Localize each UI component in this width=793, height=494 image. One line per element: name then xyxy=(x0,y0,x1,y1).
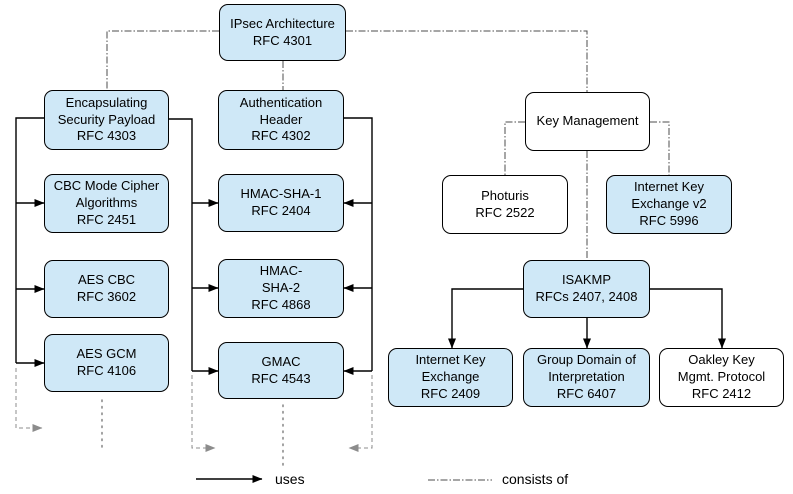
continuation-arrows xyxy=(15,368,373,452)
legend-glyphs xyxy=(196,475,492,483)
ellipsis-lines xyxy=(101,399,284,469)
rail-esp-right xyxy=(169,118,193,371)
node-cbc-mode-cipher-algorithms: CBC Mode Cipher Algorithms RFC 2451 xyxy=(44,174,169,233)
node-hmac-sha-1: HMAC-SHA-1 RFC 2404 xyxy=(218,174,344,232)
continuation-middle-left xyxy=(191,375,216,452)
node-key-management: Key Management xyxy=(525,92,650,151)
uses-connectors xyxy=(15,117,726,375)
node-photuris: Photuris RFC 2522 xyxy=(442,175,568,234)
node-oakley-key-mgmt-protocol: Oakley Key Mgmt. Protocol RFC 2412 xyxy=(659,348,784,407)
node-ipsec-architecture: IPsec Architecture RFC 4301 xyxy=(219,4,346,61)
edge-ipsec-esp xyxy=(106,30,219,90)
edge-km-ikev2 xyxy=(650,121,670,175)
edge-isakmp-ike xyxy=(448,288,523,349)
node-aes-gcm: AES GCM RFC 4106 xyxy=(44,334,169,392)
rail-ah-right xyxy=(344,117,373,371)
continuation-left xyxy=(15,368,43,432)
node-isakmp: ISAKMP RFCs 2407, 2408 xyxy=(523,260,650,318)
node-hmac-sha-2: HMAC- SHA-2 RFC 4868 xyxy=(218,259,344,318)
edge-km-photuris xyxy=(504,121,525,175)
continuation-middle-right xyxy=(348,375,373,452)
node-internet-key-exchange: Internet Key Exchange RFC 2409 xyxy=(388,348,513,407)
consists-of-connectors xyxy=(106,30,670,260)
node-authentication-header: Authentication Header RFC 4302 xyxy=(218,90,344,150)
node-gmac: GMAC RFC 4543 xyxy=(218,342,344,399)
node-encapsulating-security-payload: Encapsulating Security Payload RFC 4303 xyxy=(44,90,169,150)
node-internet-key-exchange-v2: Internet Key Exchange v2 RFC 5996 xyxy=(606,175,732,234)
edge-isakmp-oakley xyxy=(650,288,726,349)
edge-ipsec-km xyxy=(346,30,588,92)
legend-consists-of-label: consists of xyxy=(502,471,569,487)
node-aes-cbc: AES CBC RFC 3602 xyxy=(44,260,169,318)
legend-uses-label: uses xyxy=(275,471,305,487)
node-group-domain-of-interpretation: Group Domain of Interpretation RFC 6407 xyxy=(523,348,650,407)
rail-esp-left xyxy=(15,117,44,363)
